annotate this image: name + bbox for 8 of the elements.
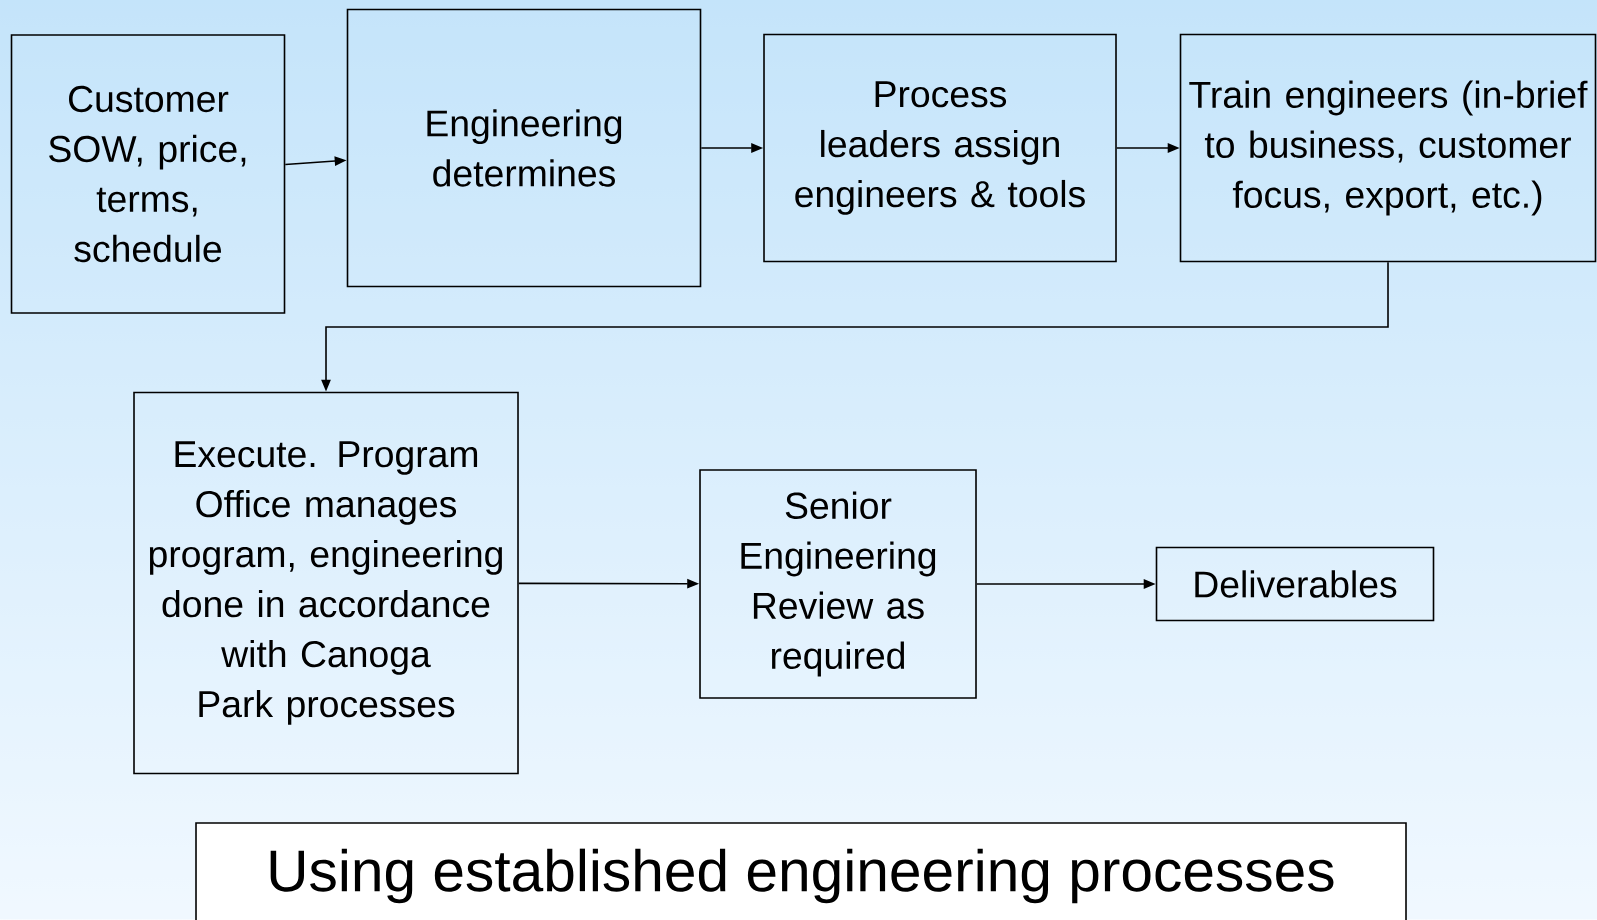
title-box: Using established engineering processes (195, 822, 1407, 920)
process-box: Engineering determines (346, 8, 702, 288)
process-box: Process leaders assign engineers & tools (763, 33, 1117, 263)
process-box: Senior Engineering Review as required (699, 469, 977, 699)
process-box: Customer SOW, price, terms, schedule (10, 34, 286, 314)
process-box: Train engineers (in-brief to business, customer focus, export, etc.) (1179, 33, 1597, 263)
process-box: Deliverables (1155, 546, 1435, 622)
process-box: Execute. Program Office manages program, engineering done in accordance with Canoga Park processes (133, 391, 519, 775)
